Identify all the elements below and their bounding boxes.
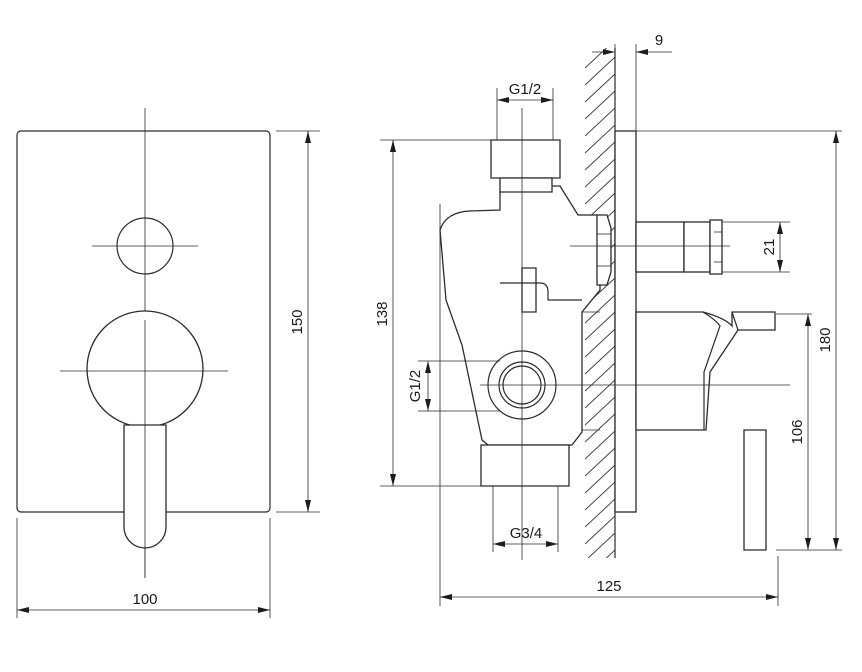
cover-plate-side: [614, 130, 637, 513]
valve-body: [439, 139, 612, 487]
side-view: 9 G1/2 138 G1/2 G3/4 125: [374, 32, 842, 606]
wall-hatch-line: [585, 464, 615, 494]
wall-hatch-line: [585, 430, 615, 460]
wall-hatch-line: [585, 345, 615, 375]
front-view: 100 150: [16, 108, 320, 618]
wall-hatch-line: [605, 549, 615, 558]
dim-wall-gap: 9: [655, 32, 663, 49]
diverter-spindle: [635, 219, 723, 275]
wall-hatch-line: [585, 396, 615, 426]
wall-hatch-line: [587, 532, 615, 558]
dim-lever-height: 106: [789, 419, 806, 444]
wall-hatch-line: [585, 515, 615, 545]
wall-hatch-line: [585, 56, 615, 86]
wall-hatch-line: [585, 498, 615, 528]
wall-hatch-line: [585, 107, 615, 137]
wall-hatch-line: [585, 413, 615, 443]
wall-hatch-line: [585, 481, 615, 511]
wall-hatch-line: [585, 90, 615, 120]
wall-hatch-line: [585, 48, 608, 69]
dim-diverter-dia: 21: [761, 239, 778, 256]
wall-hatch-line: [585, 362, 615, 392]
wall-hatch-line: [585, 379, 615, 409]
wall-hatch-line: [585, 175, 615, 205]
wall-hatch-line: [585, 328, 615, 358]
lever-handle: [635, 311, 776, 551]
dim-inlet-top: G1/2: [509, 81, 542, 98]
wall-hatch-line: [585, 294, 615, 324]
wall-hatch-line: [585, 141, 615, 171]
dim-outlet-side: G1/2: [407, 370, 424, 403]
wall: [585, 48, 616, 558]
dim-outlet-bottom: G3/4: [510, 525, 543, 542]
wall-hatch-line: [585, 447, 615, 477]
dim-total-depth: 125: [596, 578, 621, 595]
dim-front-width: 100: [132, 591, 157, 608]
wall-hatch-line: [585, 73, 615, 103]
wall-hatch-line: [585, 124, 615, 154]
wall-hatch-line: [585, 311, 615, 341]
wall-hatch-line: [585, 158, 615, 188]
dim-plate-height: 180: [817, 327, 834, 352]
dim-body-height: 138: [374, 301, 391, 326]
dim-front-height: 150: [289, 309, 306, 334]
